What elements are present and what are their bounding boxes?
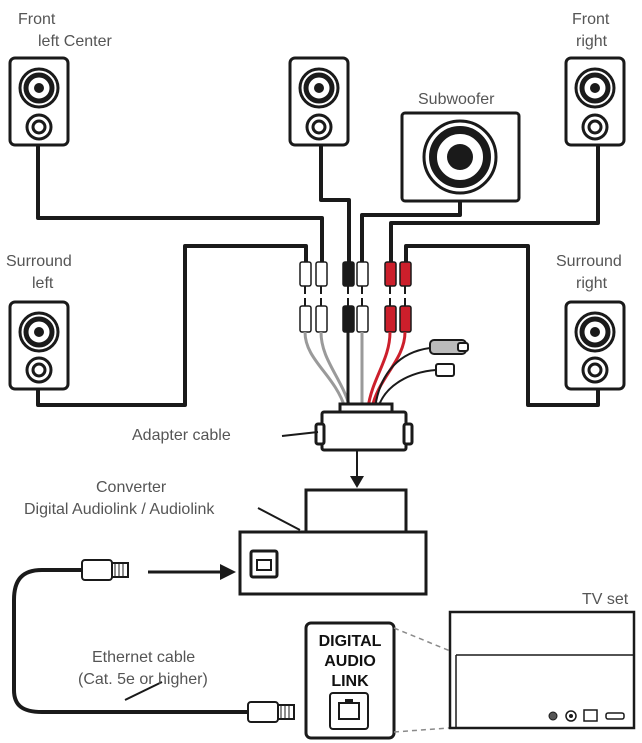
label-front-left-line1: Front bbox=[18, 11, 56, 28]
converter-box bbox=[238, 488, 428, 596]
label-dal-line3: LINK bbox=[331, 673, 369, 690]
label-converter-line1: Converter bbox=[96, 479, 167, 496]
speaker-cables bbox=[36, 143, 600, 407]
rca-plugs-top bbox=[299, 261, 412, 294]
arrow-to-converter-port bbox=[148, 564, 236, 580]
adapter-wires bbox=[303, 331, 437, 409]
side-plugs bbox=[429, 339, 469, 377]
cable-front-center bbox=[319, 143, 351, 262]
label-adapter-cable: Adapter cable bbox=[132, 427, 231, 444]
label-front-right-line2: right bbox=[576, 33, 608, 50]
rca-plugs-bottom bbox=[299, 298, 412, 333]
cable-front-left bbox=[36, 143, 324, 262]
adapter-connector bbox=[314, 402, 414, 452]
cable-surround-left bbox=[36, 244, 308, 407]
label-ethernet-line1: Ethernet cable bbox=[92, 649, 195, 666]
label-surround-right-line1: Surround bbox=[556, 253, 622, 270]
label-dal-line2: AUDIO bbox=[324, 653, 376, 670]
adapter-label-pointer bbox=[281, 431, 319, 437]
label-surround-left-line1: Surround bbox=[6, 253, 72, 270]
subwoofer bbox=[400, 111, 521, 203]
label-dal-line1: DIGITAL bbox=[319, 633, 382, 650]
speaker-front-right bbox=[564, 56, 626, 147]
arrow-to-converter bbox=[350, 450, 364, 488]
label-front-right-line1: Front bbox=[572, 11, 610, 28]
label-surround-right-line2: right bbox=[576, 275, 608, 292]
digital-audio-link-panel bbox=[304, 621, 396, 740]
ethernet-cable bbox=[12, 559, 295, 723]
label-front-left-line2: left Center bbox=[38, 33, 112, 50]
label-subwoofer: Subwoofer bbox=[418, 91, 495, 108]
speaker-surround-left bbox=[8, 300, 70, 391]
label-converter-line2: Digital Audiolink / Audiolink bbox=[24, 501, 215, 518]
ethernet-label-pointer bbox=[124, 681, 163, 701]
label-surround-left-line2: left bbox=[32, 275, 54, 292]
cable-subwoofer bbox=[360, 200, 462, 262]
tv-set bbox=[448, 610, 636, 730]
speaker-front-center bbox=[288, 56, 350, 147]
label-tv-set: TV set bbox=[582, 591, 629, 608]
converter-label-pointer bbox=[257, 507, 301, 531]
text-labels: Front left Center Front right Subwoofer … bbox=[6, 11, 629, 690]
speaker-front-left bbox=[8, 56, 70, 147]
speaker-surround-right bbox=[564, 300, 626, 391]
cable-front-right bbox=[389, 143, 600, 262]
label-ethernet-line2: (Cat. 5e or higher) bbox=[78, 671, 208, 688]
zoom-lines bbox=[393, 627, 586, 733]
cable-surround-right bbox=[404, 244, 600, 407]
